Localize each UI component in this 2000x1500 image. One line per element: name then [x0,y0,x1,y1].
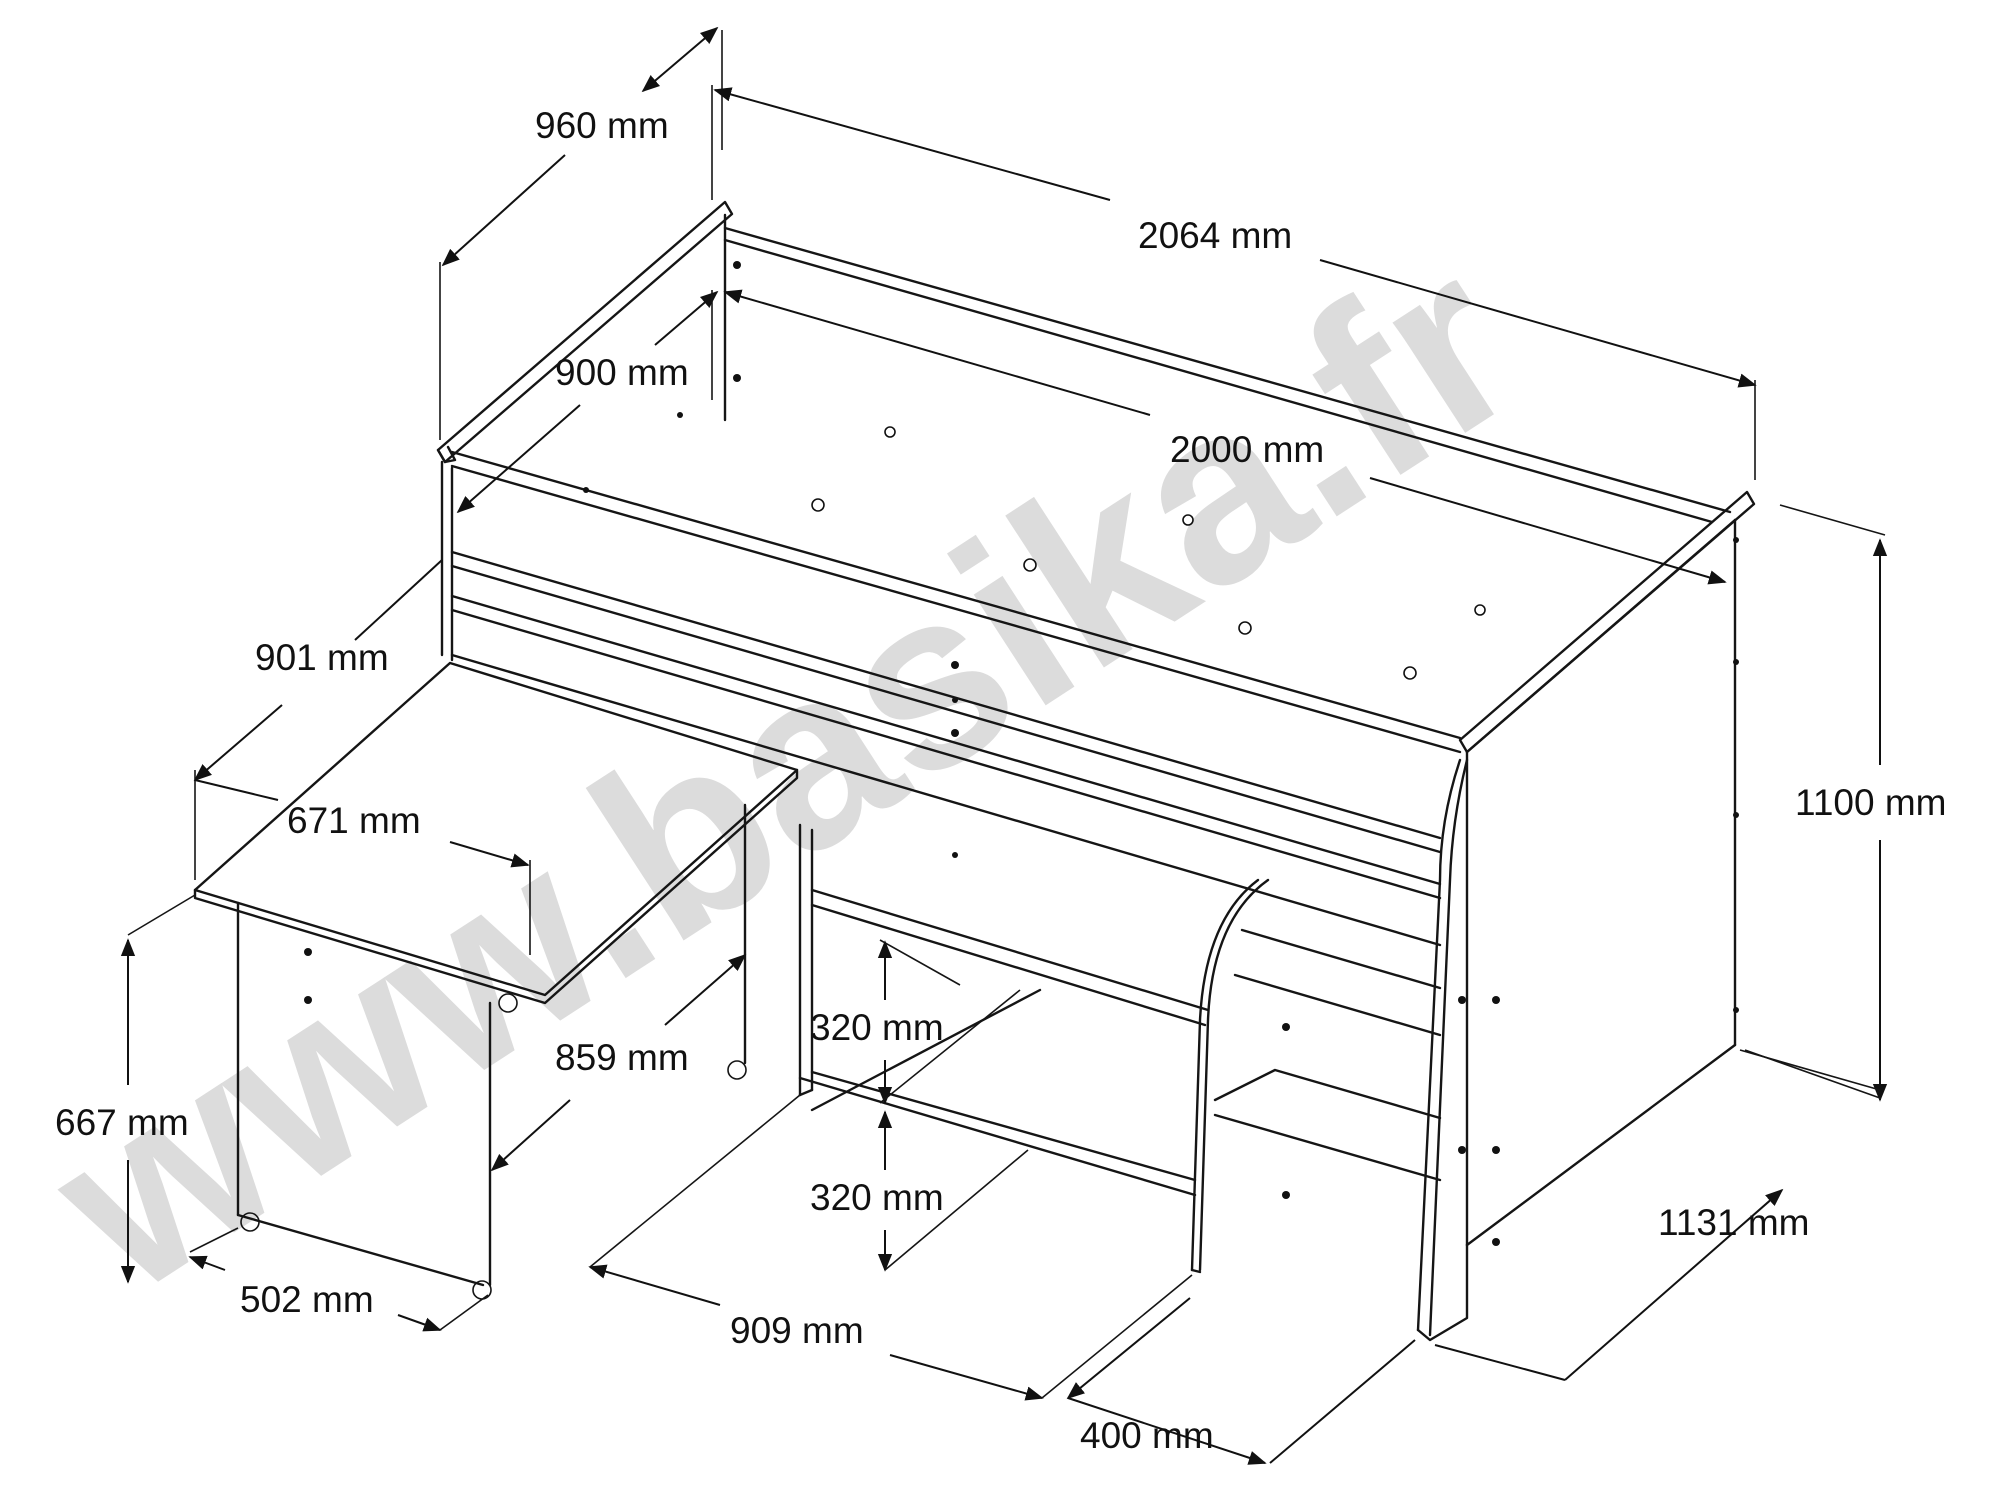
mounting-holes [583,261,1739,1246]
label-shelf-gap-lower: 320 mm [810,1177,944,1218]
label-depth-outer: 960 mm [535,105,669,146]
label-step-depth: 400 mm [1080,1415,1214,1456]
watermark: www.basika.fr [6,200,1561,1345]
label-base-depth: 1131 mm [1658,1202,1810,1243]
label-depth-inner: 900 mm [555,352,689,393]
label-desk-pull-out: 901 mm [255,637,389,678]
dimension-lines [120,26,1888,1465]
label-desk-height: 667 mm [55,1102,189,1143]
label-height-total: 1100 mm [1795,782,1947,823]
label-length-outer: 2064 mm [1138,215,1292,256]
label-length-inner: 2000 mm [1170,429,1324,470]
label-shelf-gap-upper: 320 mm [810,1007,944,1048]
label-desk-width: 502 mm [240,1279,374,1320]
dimension-labels: 960 mm 2064 mm 900 mm 2000 mm 1100 mm 90… [55,105,1947,1456]
label-desk-length: 859 mm [555,1037,689,1078]
label-opening-width: 909 mm [730,1310,864,1351]
label-desk-top-depth: 671 mm [287,800,421,841]
bed-frame [436,200,1756,1342]
